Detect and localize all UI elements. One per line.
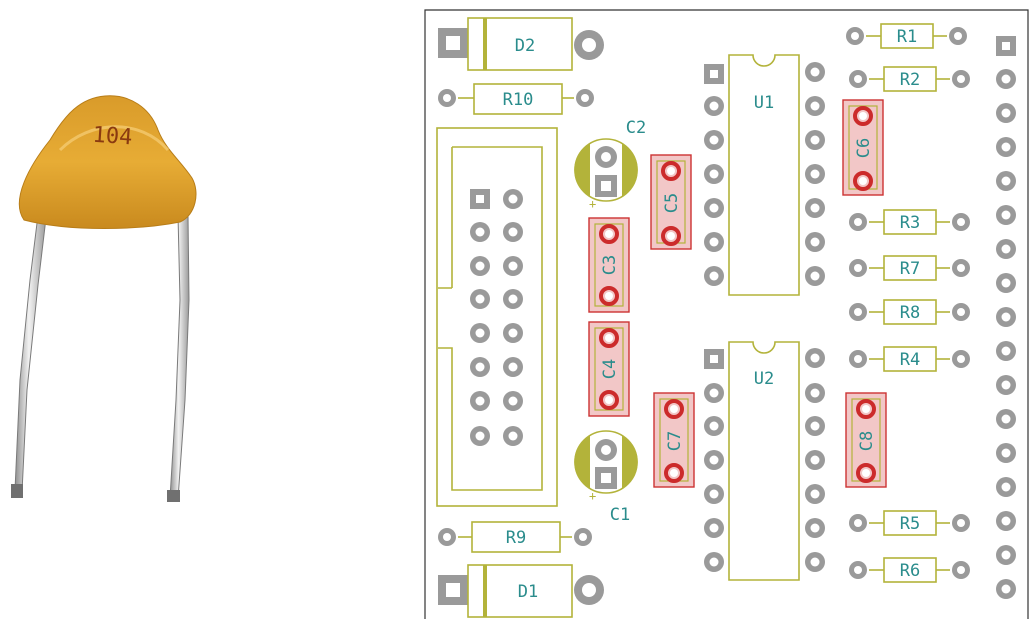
capacitor-c7[interactable]: C7 xyxy=(653,392,695,488)
u2-label: U2 xyxy=(754,369,774,389)
resistor-r3[interactable]: R3 xyxy=(849,209,970,235)
pin-header-2x8[interactable] xyxy=(436,127,558,507)
r2-label: R2 xyxy=(900,70,920,90)
c2-plus-mark: + xyxy=(589,197,596,211)
resistor-r8[interactable]: R8 xyxy=(849,299,970,325)
c8-label: C8 xyxy=(857,431,877,451)
resistor-r9[interactable]: R9 xyxy=(438,521,592,553)
diode-d1[interactable]: D1 xyxy=(438,564,604,618)
r1-label: R1 xyxy=(897,27,917,47)
r4-label: R4 xyxy=(900,350,920,370)
board-edge xyxy=(424,9,1029,619)
r5-label: R5 xyxy=(900,514,920,534)
electrolytic-capacitor-c1[interactable]: + C1 xyxy=(574,430,638,525)
resistor-r2[interactable]: R2 xyxy=(849,66,970,92)
capacitor-c6[interactable]: C6 xyxy=(842,99,884,196)
u1-label: U1 xyxy=(754,93,774,113)
capacitor-lead-left xyxy=(11,214,47,498)
r10-label: R10 xyxy=(503,90,534,110)
r9-label: R9 xyxy=(506,528,526,548)
resistor-r5[interactable]: R5 xyxy=(849,510,970,536)
c2-label: C2 xyxy=(626,118,646,138)
capacitor-c8[interactable]: C8 xyxy=(845,392,887,488)
capacitor-marking: 104 xyxy=(92,123,133,151)
capacitor-body xyxy=(18,95,197,229)
electrolytic-capacitor-c2[interactable]: + C2 xyxy=(574,118,646,211)
ic-u1[interactable]: U1 xyxy=(704,54,825,296)
r8-label: R8 xyxy=(900,303,920,323)
c6-label: C6 xyxy=(854,138,874,158)
capacitor-c4[interactable]: C4 xyxy=(588,321,630,417)
capacitor-c3[interactable]: C3 xyxy=(588,217,630,313)
pin-header-1x18[interactable] xyxy=(996,36,1016,599)
resistor-r7[interactable]: R7 xyxy=(849,255,970,281)
capacitor-lead-right xyxy=(167,214,190,502)
c5-label: C5 xyxy=(662,193,682,213)
c1-plus-mark: + xyxy=(589,489,596,503)
d1-label: D1 xyxy=(518,582,538,602)
diode-d2[interactable]: D2 xyxy=(438,17,604,71)
r7-label: R7 xyxy=(900,259,920,279)
resistor-r10[interactable]: R10 xyxy=(438,83,594,115)
ic-u2[interactable]: U2 xyxy=(704,341,825,581)
c7-label: C7 xyxy=(665,431,685,451)
resistor-r4[interactable]: R4 xyxy=(849,346,970,372)
d2-label: D2 xyxy=(515,36,535,56)
capacitor-c5[interactable]: C5 xyxy=(650,154,692,250)
c1-label: C1 xyxy=(610,505,630,525)
resistor-r6[interactable]: R6 xyxy=(849,557,970,583)
r3-label: R3 xyxy=(900,213,920,233)
ceramic-capacitor-photo: 104 xyxy=(11,95,197,502)
r6-label: R6 xyxy=(900,561,920,581)
resistor-r1[interactable]: R1 xyxy=(846,23,967,49)
c4-label: C4 xyxy=(600,359,620,379)
c3-label: C3 xyxy=(600,255,620,275)
